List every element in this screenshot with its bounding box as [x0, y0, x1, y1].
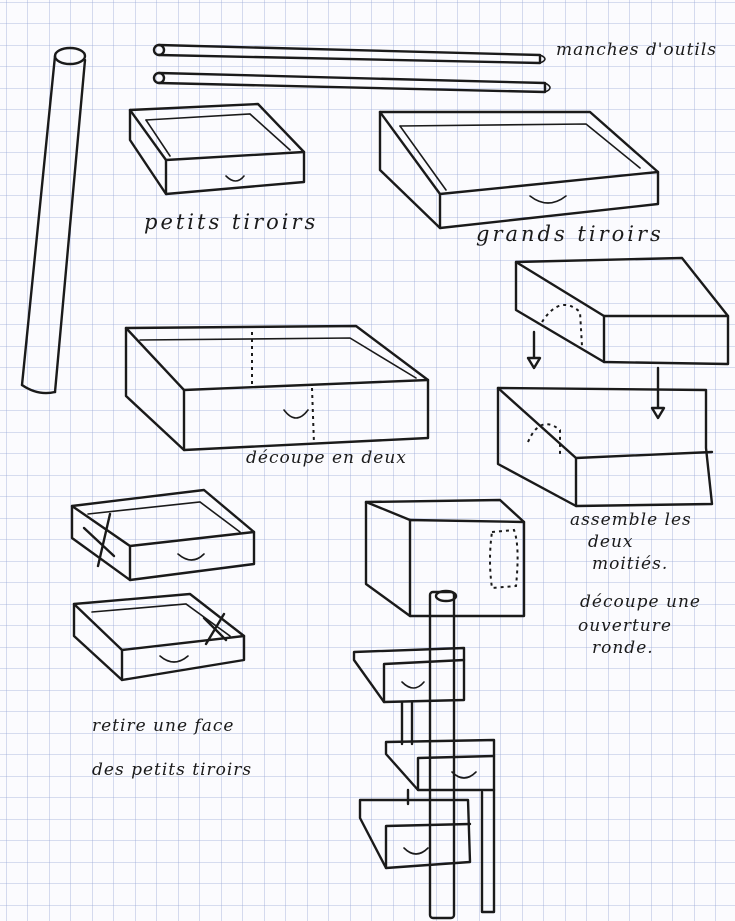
label-remove-face-line1: retire une face	[92, 716, 235, 736]
large-drawer-drawing	[378, 110, 660, 230]
half-drawer-lower-drawing	[496, 366, 714, 508]
label-small-drawers: petits tiroirs	[144, 210, 319, 234]
half-drawer-upper-drawing	[514, 256, 730, 370]
label-assemble-line2: deux	[588, 532, 634, 552]
label-assemble-line3: moitiés.	[592, 554, 669, 574]
vertical-pole-drawing	[20, 46, 87, 395]
label-cut-in-two: découpe en deux	[246, 448, 407, 468]
small-drawer-drawing	[128, 102, 306, 196]
label-cut-opening-line2: ouverture	[578, 616, 672, 636]
label-tool-handles: manches d'outils	[556, 40, 718, 60]
label-remove-face-line2: des petits tiroirs	[92, 760, 253, 780]
label-cut-opening-line1: découpe une	[580, 592, 701, 612]
small-drawer-remove-face-2	[72, 592, 246, 682]
label-large-drawers: grands tiroirs	[476, 222, 664, 246]
cut-drawer-drawing	[124, 324, 430, 452]
label-cut-opening-line3: ronde.	[592, 638, 654, 658]
tool-handles-drawing	[152, 43, 551, 94]
small-drawer-remove-face-1	[70, 488, 256, 582]
assembled-cat-tower-drawing	[352, 498, 526, 920]
label-assemble-line1: assemble les	[570, 510, 692, 530]
